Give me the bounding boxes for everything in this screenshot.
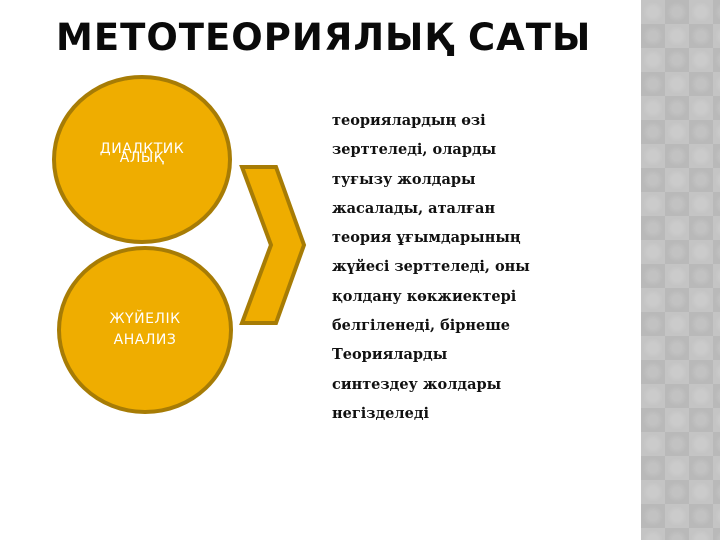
text-line: негізделеді	[332, 404, 429, 422]
text-line: жүйесі зерттеледі, оны	[332, 258, 530, 276]
circle-label-line: АНАЛИЗ	[113, 332, 177, 348]
decorative-pattern-strip	[641, 0, 720, 540]
description-text: теориялардың өзі зерттеледі, оларды туғы…	[332, 106, 562, 428]
circle-label-line: ЖҮЙЕЛІК	[109, 311, 181, 327]
text-line: теориялардың өзі	[332, 112, 486, 129]
circle-label: ДИАЛКТИК АЛЫҚ	[100, 141, 184, 169]
circle-label: ЖҮЙЕЛІК АНАЛИЗ	[109, 309, 180, 351]
text-line: синтездеу жолдары	[332, 375, 502, 393]
text-line: жасалады, аталған	[332, 199, 496, 217]
text-line: зерттеледі, оларды	[332, 141, 497, 159]
text-line: теория ұғымдарының	[332, 229, 521, 247]
slide-title: МЕТОТЕОРИЯЛЫҚ САТЫ	[56, 16, 592, 59]
circle-label-line: ДИАЛКТИК	[99, 140, 185, 157]
circle-label-line: АЛЫҚ	[119, 149, 165, 166]
text-line: белгіленеді, бірнеше	[332, 317, 511, 335]
text-line: қолдану көкжиектері	[332, 287, 517, 305]
circle-dialectic: ДИАЛКТИК АЛЫҚ	[52, 75, 232, 244]
chevron-right-icon	[239, 165, 307, 325]
text-line: туғызу жолдары	[332, 170, 476, 188]
circle-system-analysis: ЖҮЙЕЛІК АНАЛИЗ	[57, 246, 233, 414]
text-line: Теорияларды	[332, 346, 448, 364]
